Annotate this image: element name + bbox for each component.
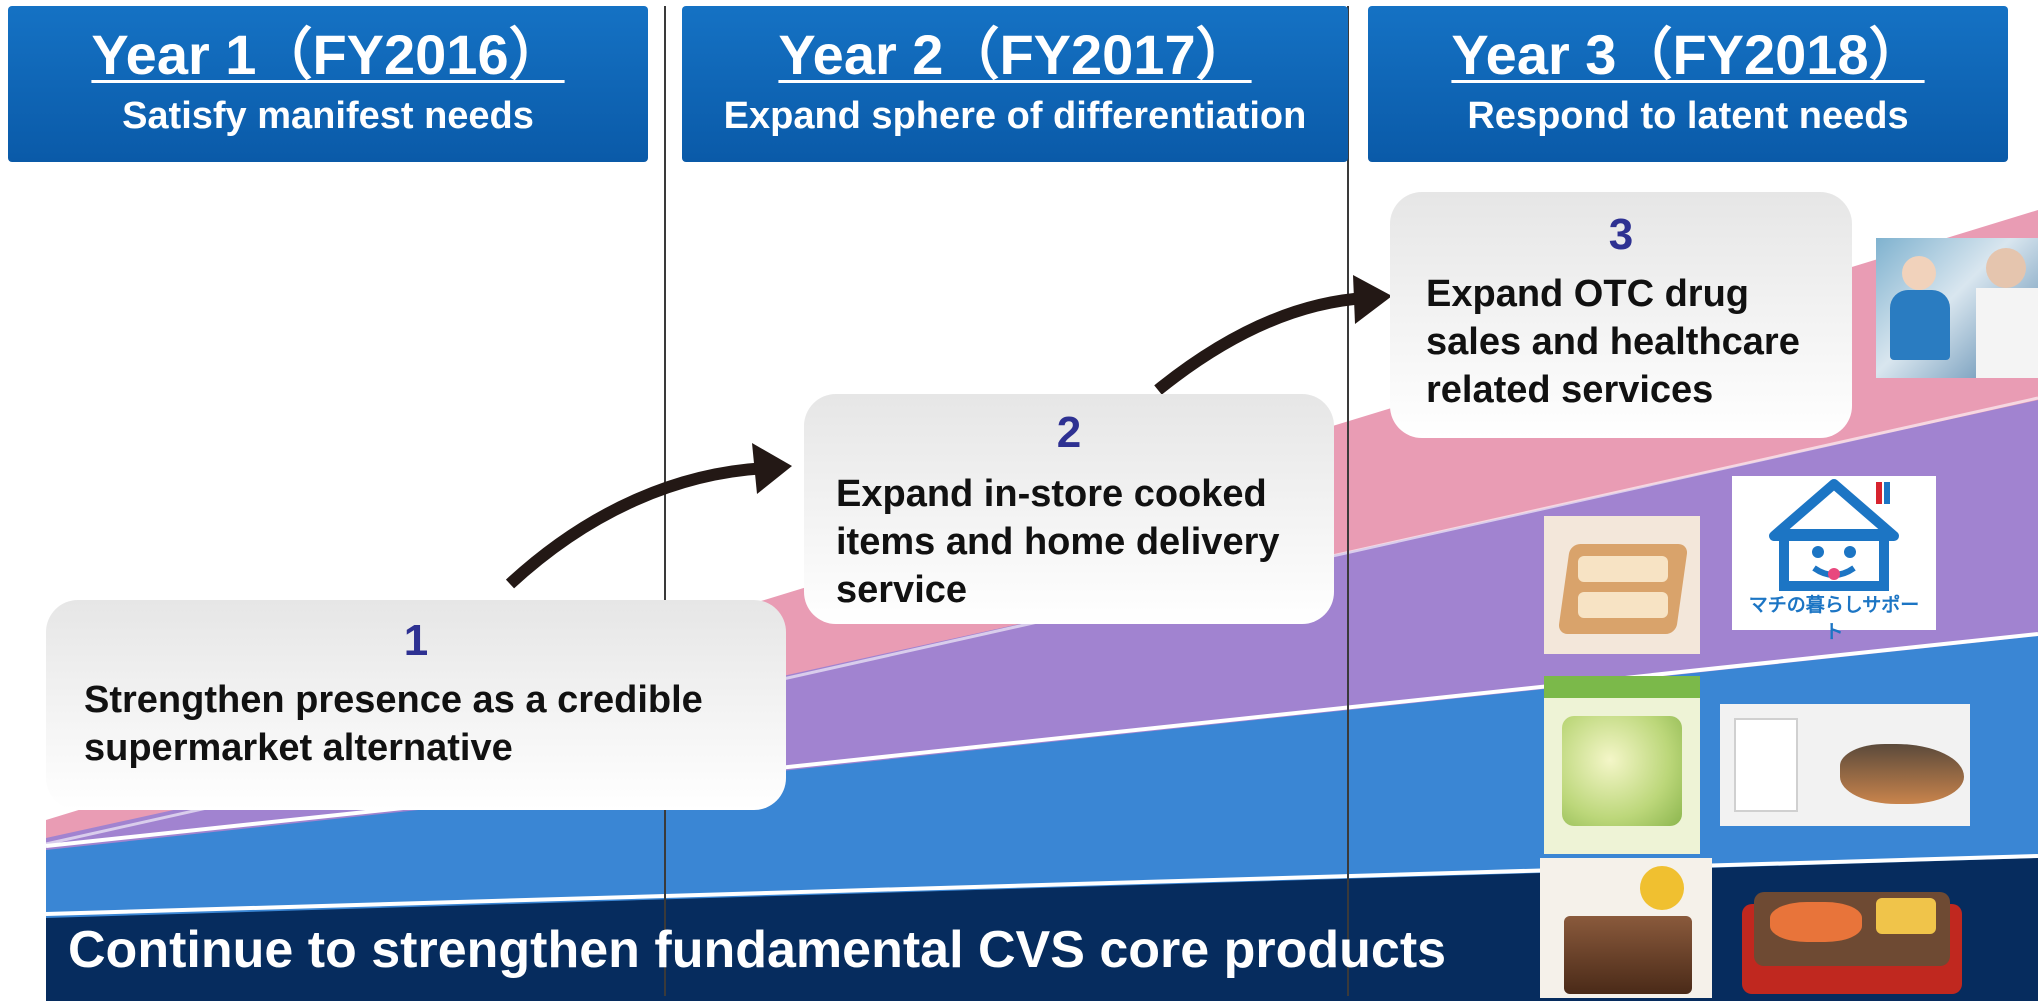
year-2-header: Year 2（FY2017） Expand sphere of differen… — [682, 6, 1348, 162]
step-2-number: 2 — [1056, 408, 1082, 457]
arrow-head-1 — [752, 443, 792, 494]
step-3-box: 3 Expand OTC drug sales and healthcare r… — [1390, 192, 1852, 438]
step-2-text: Expand in-store cooked items and home de… — [836, 473, 1280, 611]
step-2-box: 2 Expand in-store cooked items and home … — [804, 394, 1334, 624]
year-1-header: Year 1（FY2016） Satisfy manifest needs — [8, 6, 648, 162]
step-1-text: Strengthen presence as a credible superm… — [84, 679, 703, 769]
year-2-title: Year 2（FY2017） — [778, 23, 1252, 86]
year-2-theme: Expand sphere of differentiation — [723, 94, 1307, 137]
year-1-theme: Satisfy manifest needs — [122, 94, 534, 137]
column-divider-2 — [1347, 6, 1349, 996]
pharmacy-staff-photo — [1876, 238, 2038, 378]
house-icon — [1769, 479, 1899, 591]
core-products-label: Continue to strengthen fundamental CVS c… — [68, 921, 1447, 979]
beef-rice-photo — [1540, 858, 1712, 998]
arrow-step-2-to-3 — [1154, 292, 1367, 395]
lawson-logo: マチの暮らしサポート — [1732, 476, 1936, 643]
year-3-theme: Respond to latent needs — [1467, 94, 1909, 137]
arrow-step-1-to-2 — [505, 462, 769, 589]
year-3-header: Year 3（FY2018） Respond to latent needs — [1368, 6, 2008, 162]
salad-photo — [1544, 676, 1700, 854]
step-3-number: 3 — [1608, 210, 1634, 259]
band-divider-blue — [45, 632, 2038, 848]
year-1-title: Year 1（FY2016） — [91, 23, 565, 86]
column-divider-1 — [664, 6, 666, 996]
year-3-title: Year 3（FY2018） — [1451, 23, 1925, 86]
salmon-bento-photo — [1730, 864, 1974, 998]
arrow-head-2 — [1353, 275, 1392, 324]
sandwich-photo — [1544, 516, 1700, 654]
step-1-box: 1 Strengthen presence as a credible supe… — [46, 600, 786, 810]
lawson-logo-text: マチの暮らしサポート — [1748, 595, 1920, 643]
grilled-mackerel-photo — [1720, 704, 1970, 826]
step-3-text: Expand OTC drug sales and healthcare rel… — [1426, 273, 1800, 411]
step-1-number: 1 — [403, 616, 429, 665]
